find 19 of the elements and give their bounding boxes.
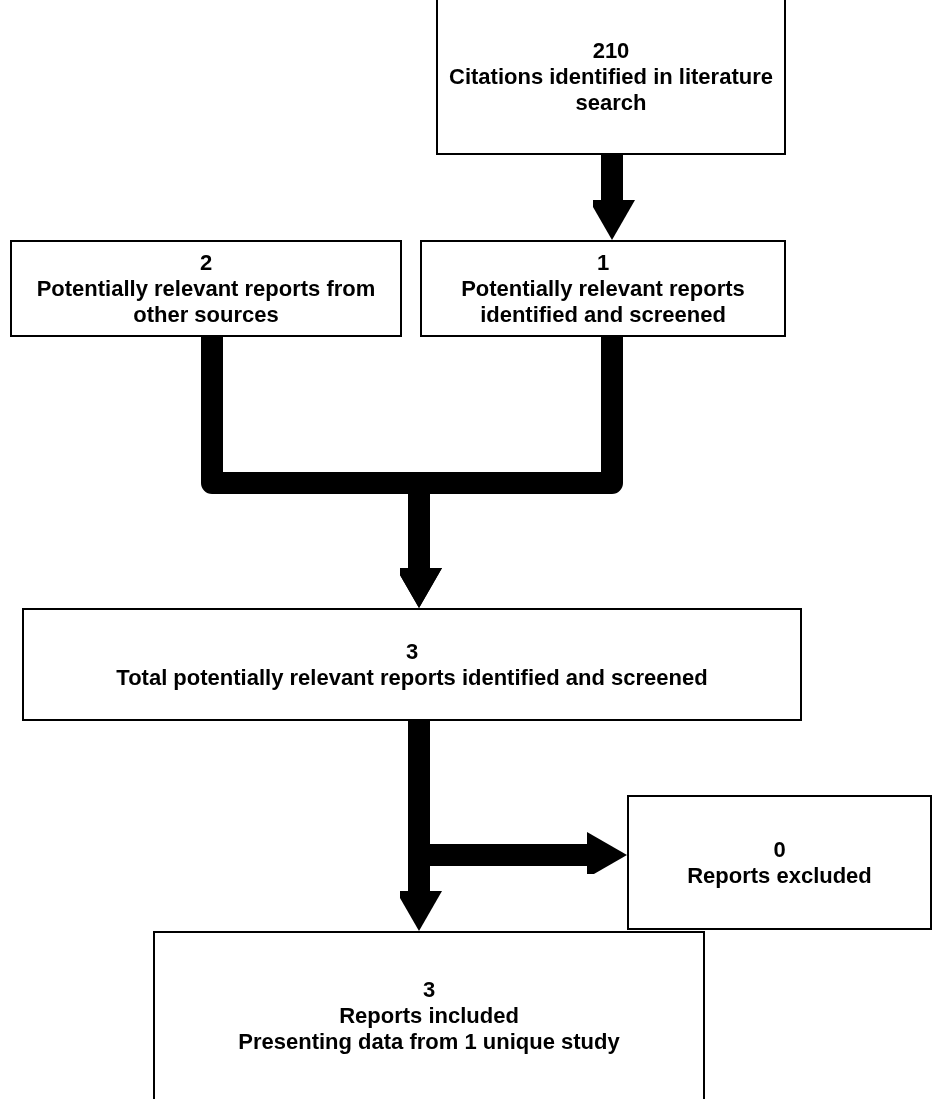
count-text: 3 xyxy=(422,977,436,1003)
process-box xyxy=(420,240,786,337)
box-text: Potentially relevant reports identified and screened xyxy=(460,275,746,328)
process-box xyxy=(10,240,402,337)
box-text: Reports excluded xyxy=(687,862,872,889)
count-text: 0 xyxy=(773,836,786,863)
box-text: Reports included xyxy=(339,1003,519,1029)
count-text: 210 xyxy=(592,37,630,64)
box-text: Citations identified in literature search xyxy=(448,63,774,116)
count-text: 1 xyxy=(596,249,610,276)
box-text: Potentially relevant reports from other sources xyxy=(35,275,377,328)
process-box xyxy=(627,795,932,930)
process-box xyxy=(153,931,705,1099)
box-text: Total potentially relevant reports identified and screened xyxy=(116,664,708,691)
count-text: 3 xyxy=(405,638,419,665)
process-box xyxy=(436,0,786,155)
process-box xyxy=(22,608,802,721)
count-text: 2 xyxy=(199,249,213,276)
box-text: Presenting data from 1 unique study xyxy=(238,1029,620,1055)
